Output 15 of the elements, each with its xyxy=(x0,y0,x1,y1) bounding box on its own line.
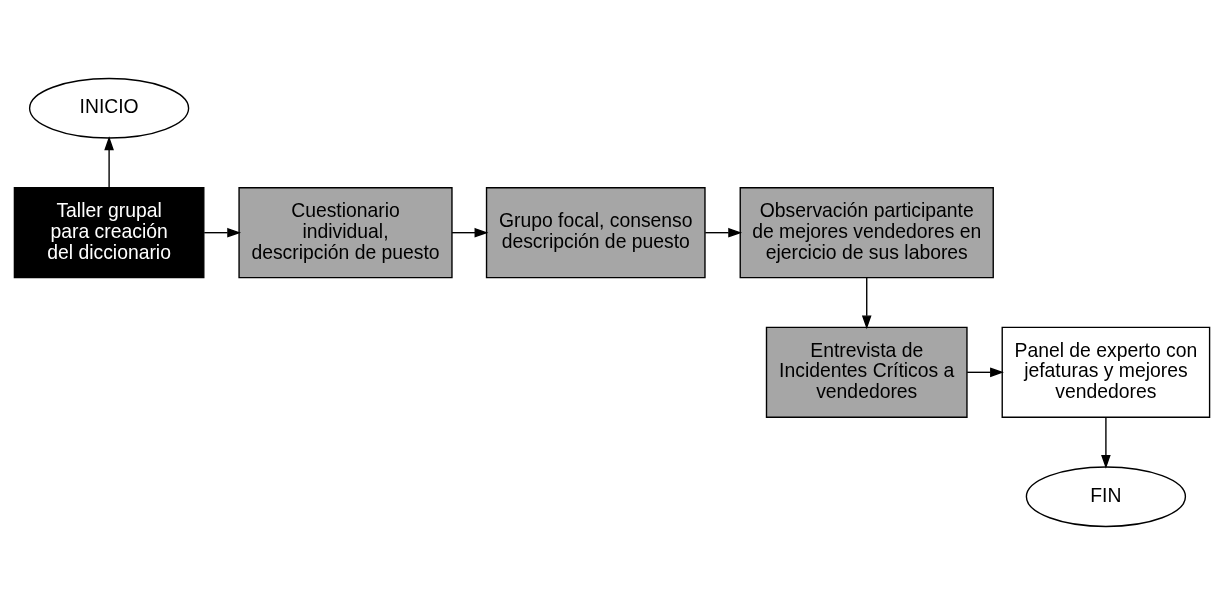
node-box: Panel de experto con jefaturas y mejores vendedores xyxy=(1001,326,1211,418)
arrow xyxy=(104,136,114,189)
arrow xyxy=(1101,416,1111,469)
node-ellipse: INICIO xyxy=(28,77,190,139)
node-box: Cuestionario individual, descripción de puesto xyxy=(238,187,453,279)
node-ellipse: FIN xyxy=(1025,466,1187,528)
node-box: Entrevista de Incidentes Críticos a vendedores xyxy=(765,326,968,418)
arrow xyxy=(704,227,743,238)
node-box: Observación participante de mejores vendedores en ejercicio de sus labores xyxy=(739,187,994,279)
node-box: Taller grupal para creación del diccionario xyxy=(13,187,205,279)
arrow xyxy=(203,227,242,238)
node-box: Grupo focal, consenso descripción de puesto xyxy=(485,187,706,279)
arrow xyxy=(966,367,1004,378)
arrow xyxy=(861,277,872,330)
arrow xyxy=(451,227,489,238)
